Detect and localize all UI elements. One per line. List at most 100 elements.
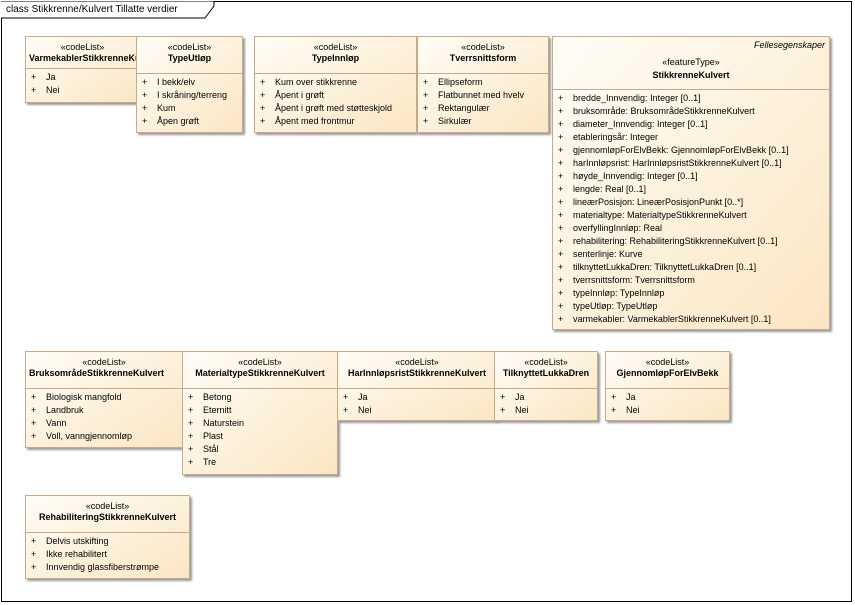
value-list: +Ja+ Nei	[606, 391, 729, 417]
value-text: Betong	[203, 392, 232, 402]
class-box-varmekabler[interactable]: «codeList»VarmekablerStikkrenneKulvert+J…	[25, 36, 140, 103]
attribute-list: +bredde_Innvendig: Integer [0..1]+brukso…	[553, 92, 829, 326]
class-name: TypeInnløp	[311, 53, 360, 63]
visibility-public-marker: +	[260, 116, 266, 126]
value-row: +Kum over stikkrenne	[255, 76, 416, 89]
value-row: +Åpent i grøft	[255, 89, 416, 102]
value-text: Delvis utskifting	[46, 536, 109, 546]
value-row: +I bekk/elv	[137, 76, 242, 89]
value-text: Kum	[157, 103, 176, 113]
visibility-public-marker: +	[558, 288, 564, 298]
visibility-public-marker: +	[558, 197, 564, 207]
attribute-text: etableringsår: Integer	[573, 132, 659, 142]
class-box-gjennomlop[interactable]: «codeList»GjennomløpForElvBekk +Ja+ Nei	[605, 351, 730, 421]
attribute-row: + lineærPosisjon: LineærPosisjonPunkt [0.…	[553, 196, 829, 209]
attribute-row: +diameter_Innvendig: Integer [0..1]	[553, 118, 829, 131]
value-list: +Biologisk mangfold+Landbruk+Vann+Voll, …	[26, 391, 182, 443]
value-row: +Kum	[137, 102, 242, 115]
value-text: Ikke rehabilitert	[46, 549, 108, 559]
class-header: Fellesegenskaper«featureType»StikkrenneK…	[553, 37, 829, 90]
value-row: +Landbruk	[26, 404, 182, 417]
attribute-text: diameter_Innvendig: Integer [0..1]	[573, 119, 708, 129]
class-name: MaterialtypeStikkrenneKulvert	[195, 368, 325, 378]
class-box-stikkrennekulvert[interactable]: Fellesegenskaper«featureType»StikkrenneK…	[552, 36, 830, 330]
class-name: Tverrsnittsform	[449, 53, 517, 63]
value-text: Nei	[515, 405, 529, 415]
visibility-public-marker: +	[558, 158, 564, 168]
class-box-harinnlopsrist[interactable]: «codeList»HarInnløpsristStikkrenneKulver…	[337, 351, 497, 421]
value-list: +Betong+Eternitt+Naturstein+Plast+Stål+T…	[183, 391, 337, 469]
stereotype-label: «codeList»	[167, 42, 212, 52]
class-box-rehabilitering[interactable]: «codeList»RehabiliteringStikkrenneKulver…	[25, 495, 190, 579]
value-text: Flatbunnet med hvelv	[438, 90, 525, 100]
value-row: +Ja	[606, 391, 729, 404]
attribute-row: +senterlinje: Kurve	[553, 248, 829, 261]
visibility-public-marker: +	[188, 405, 194, 415]
attribute-row: +tilknyttetLukkaDren: TilknyttetLukkaDre…	[553, 261, 829, 274]
class-name: BruksområdeStikkrenneKulvert	[29, 368, 165, 378]
visibility-public-marker: +	[423, 103, 429, 113]
value-row: +Tre	[183, 456, 337, 469]
attribute-row: +høyde_Innvendig: Integer [0..1]	[553, 170, 829, 183]
attribute-row: +etableringsår: Integer	[553, 131, 829, 144]
value-row: +Åpen grøft	[137, 115, 242, 128]
value-text: Nei	[626, 405, 640, 415]
stereotype-label: «codeList»	[524, 357, 568, 367]
value-text: Åpent med frontmur	[275, 116, 355, 126]
value-row: +Sirkulær	[418, 115, 548, 128]
visibility-public-marker: +	[558, 106, 564, 116]
value-text: Plast	[203, 431, 224, 441]
attribute-row: +bredde_Innvendig: Integer [0..1]	[553, 92, 829, 105]
class-box-tverrsnittsform[interactable]: «codeList»Tverrsnittsform+Ellipseform+Fl…	[417, 36, 549, 133]
visibility-public-marker: +	[500, 392, 506, 402]
visibility-public-marker: +	[423, 90, 429, 100]
class-box-materialtype[interactable]: «codeList»MaterialtypeStikkrenneKulvert +…	[182, 351, 338, 475]
visibility-public-marker: +	[611, 405, 617, 415]
attribute-text: bredde_Innvendig: Integer [0..1]	[573, 93, 701, 103]
attribute-row: +varmekabler: VarmekablerStikkrenneKulve…	[553, 313, 829, 326]
value-text: Åpent i grøft	[275, 90, 325, 100]
class-name: VarmekablerStikkrenneKulvert	[29, 53, 139, 63]
value-row: +Ja	[26, 71, 139, 84]
class-box-tilknyttet[interactable]: «codeList»TilknyttetLukkaDren+Ja+Nei	[494, 351, 598, 421]
value-text: Stål	[203, 444, 219, 454]
attribute-row: + harInnløpsrist: HarInnløpsristStikkrenn…	[553, 157, 829, 170]
attribute-row: +typeUtløp: TypeUtløp	[553, 300, 829, 313]
attribute-row: +overfyllingInnløp: Real	[553, 222, 829, 235]
value-row: +Innvendig glassfiberstrømpe	[26, 561, 189, 574]
value-row: +Åpent i grøft med støtteskjold	[255, 102, 416, 115]
value-list: +Ja+Nei	[26, 71, 139, 97]
attribute-text: harInnløpsrist: HarInnløpsristStikkrenne…	[573, 158, 782, 168]
class-name: GjennomløpForElvBekk	[616, 368, 719, 378]
value-row: +Voll, vanngjennomløp	[26, 430, 182, 443]
value-text: Ja	[515, 392, 525, 402]
value-row: +Biologisk mangfold	[26, 391, 182, 404]
visibility-public-marker: +	[31, 536, 37, 546]
value-text: Nei	[358, 405, 372, 415]
diagram-title-text: Stikkrenne/Kulvert Tillatte verdier	[31, 4, 178, 15]
class-box-typeinnlop[interactable]: «codeList»TypeInnløp+Kum over stikkrenne…	[254, 36, 417, 133]
visibility-public-marker: +	[558, 171, 564, 181]
visibility-public-marker: +	[31, 418, 37, 428]
visibility-public-marker: +	[343, 405, 349, 415]
visibility-public-marker: +	[558, 236, 564, 246]
value-text: Landbruk	[46, 405, 84, 415]
package-tag: Fellesegenskaper	[753, 40, 825, 50]
visibility-public-marker: +	[31, 562, 37, 572]
attribute-row: +gjennomløpForElvBekk: GjennomløpForElvB…	[553, 144, 829, 157]
value-text: Naturstein	[203, 418, 245, 428]
visibility-public-marker: +	[31, 85, 37, 95]
class-header: «codeList»TypeUtløp	[137, 37, 242, 74]
class-name: RehabiliteringStikkrenneKulvert	[38, 512, 177, 522]
value-list: +Ellipseform+Flatbunnet med hvelv+Rektan…	[418, 76, 548, 128]
class-box-bruksomrade[interactable]: «codeList»BruksområdeStikkrenneKulvert+B…	[25, 351, 183, 448]
class-box-typeutlop[interactable]: «codeList»TypeUtløp+I bekk/elv+I skrånin…	[136, 36, 243, 133]
stereotype-label: «codeList»	[238, 357, 282, 367]
stereotype-label: «codeList»	[645, 357, 690, 367]
class-header: «codeList»GjennomløpForElvBekk	[606, 352, 729, 389]
attribute-text: lineærPosisjon: LineærPosisjonPunkt [0..…	[573, 197, 744, 207]
attribute-text: lengde: Real [0..1]	[573, 184, 647, 194]
visibility-public-marker: +	[188, 444, 194, 454]
visibility-public-marker: +	[142, 116, 148, 126]
